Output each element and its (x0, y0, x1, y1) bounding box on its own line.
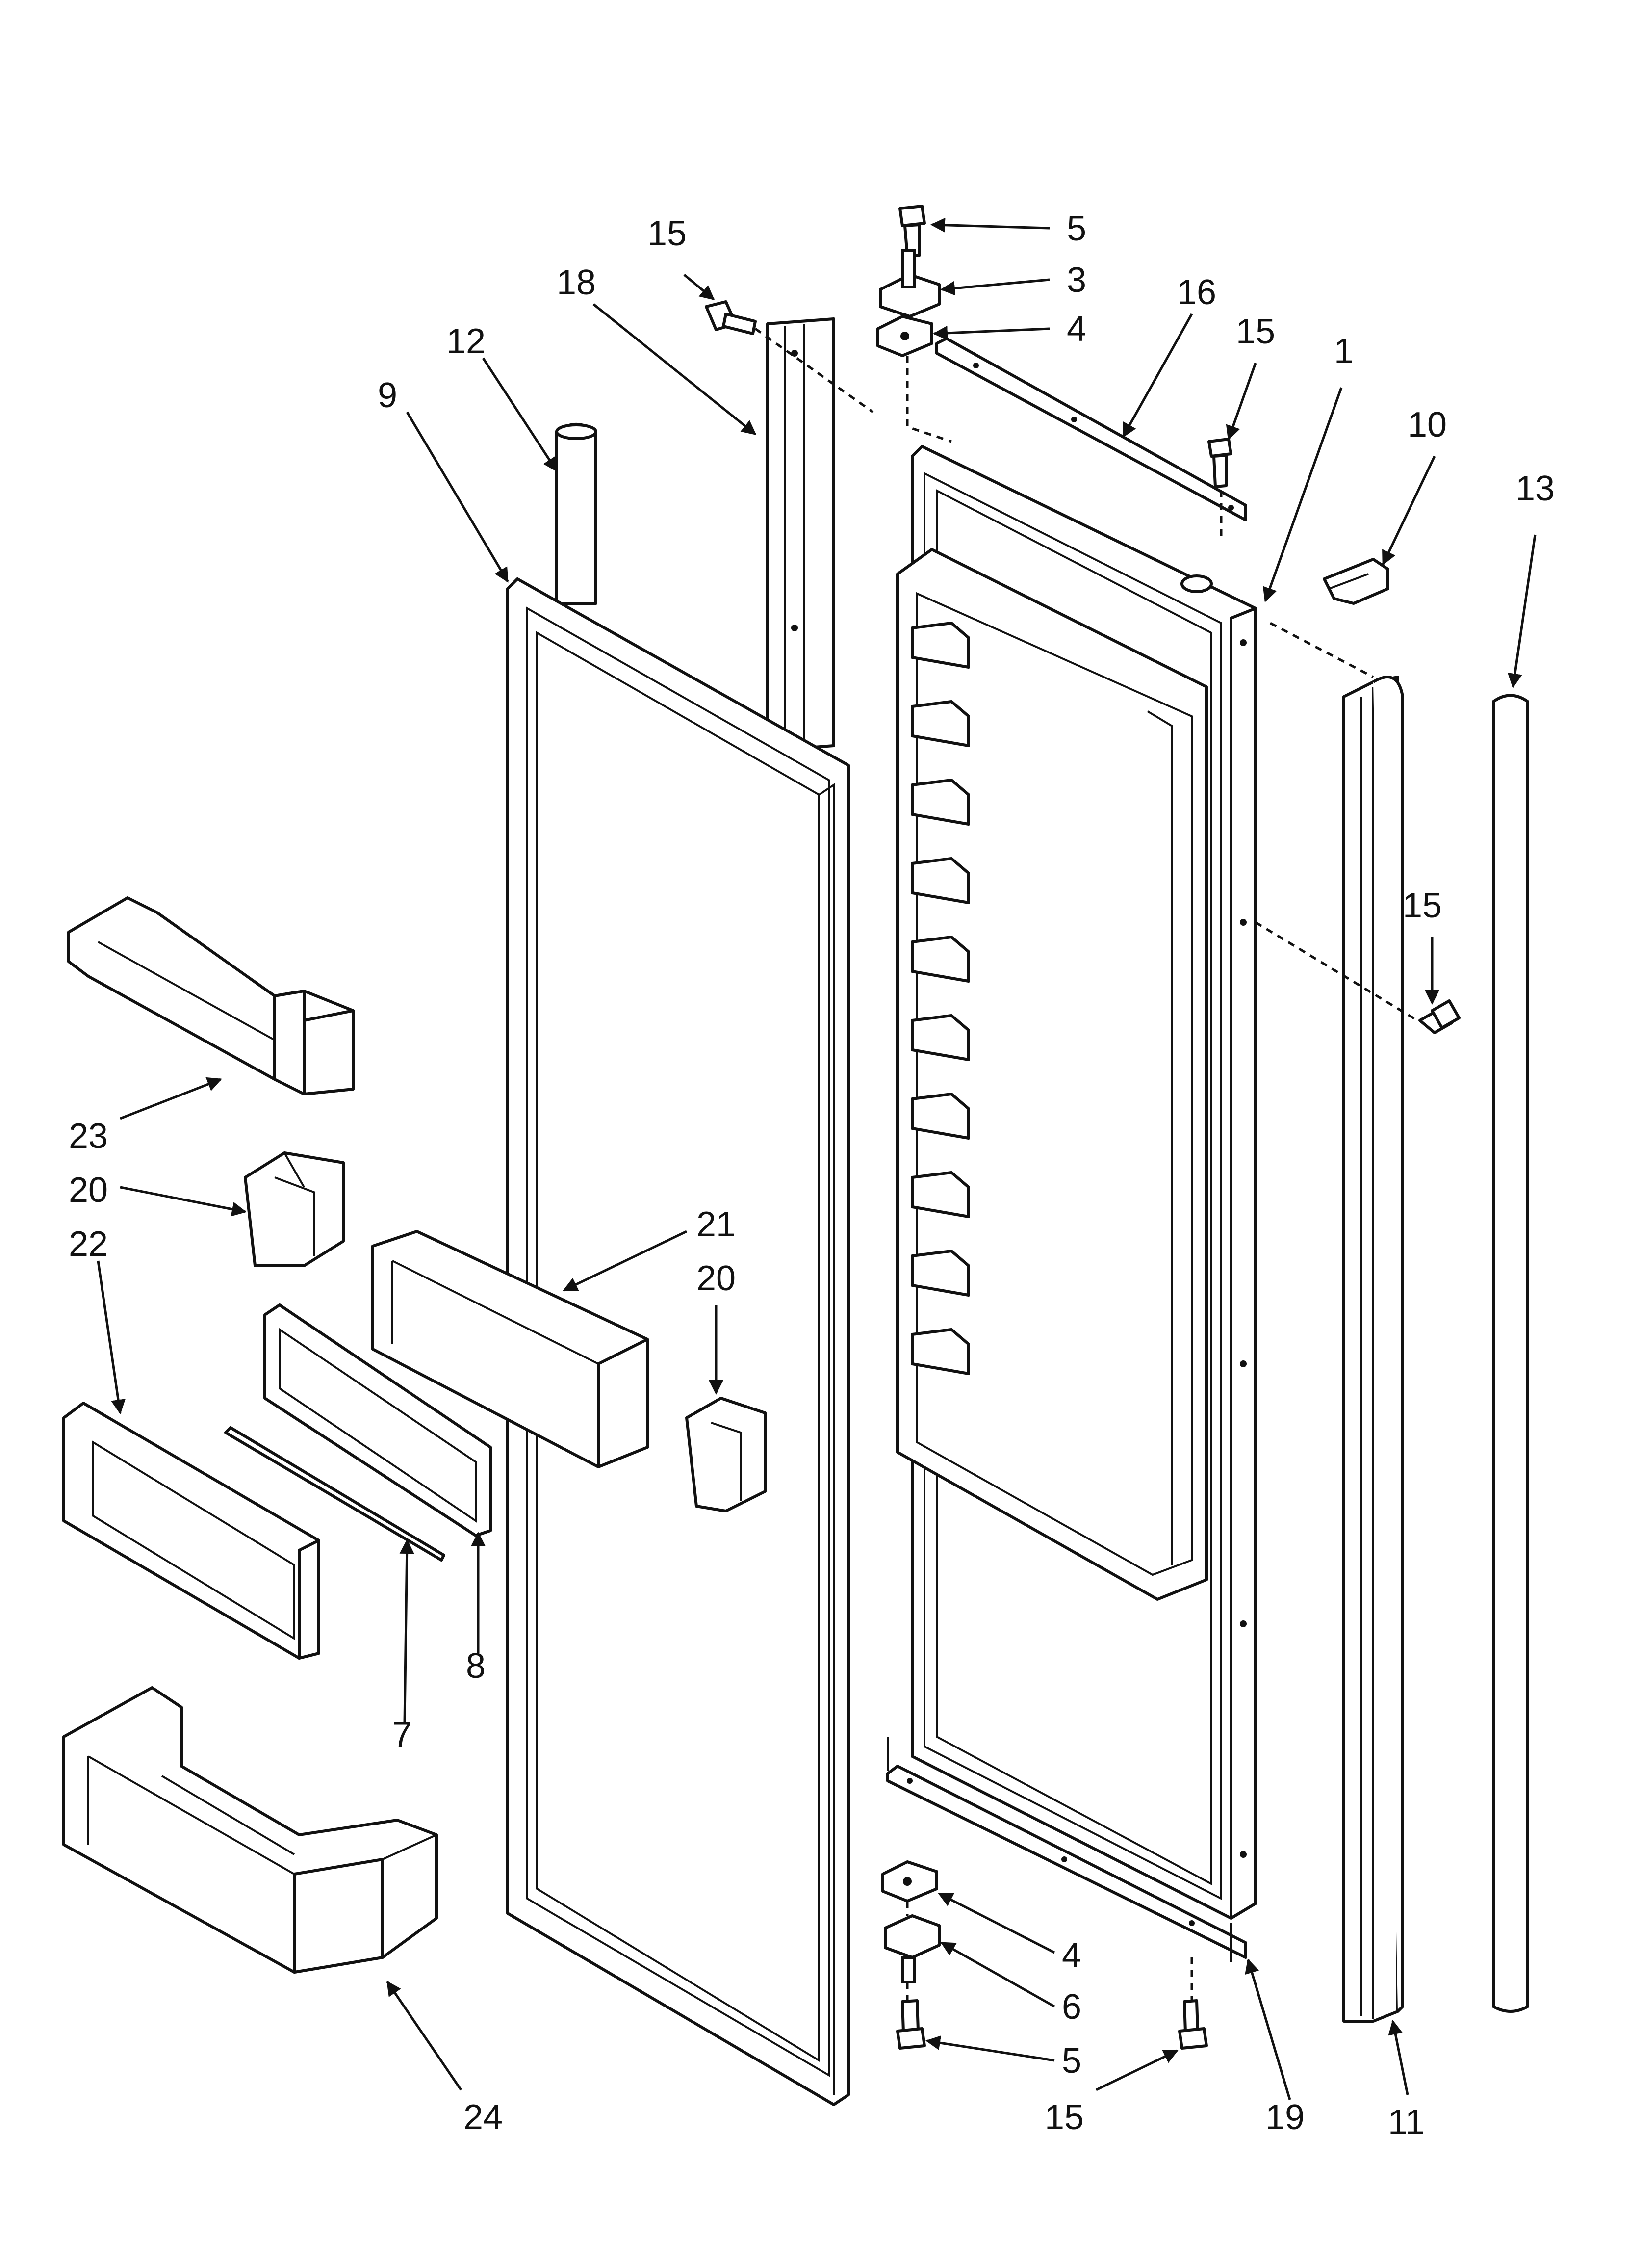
part-5-screw-top (898, 205, 926, 258)
part-22-shelf-cover (62, 1402, 320, 1660)
callout-24: 24 (463, 2098, 503, 2137)
callout-11: 11 (1388, 2103, 1425, 2142)
callout-15-top-right: 15 (1236, 312, 1275, 351)
callout-5-top: 5 (1067, 209, 1086, 248)
leader-lines (97, 217, 1537, 2100)
part-19-bottom-bracket (886, 1765, 1247, 1959)
callout-15-middle-right: 15 (1403, 886, 1442, 925)
part-18-door-trim (766, 317, 835, 752)
part-24-door-bin-lower (62, 1686, 438, 1974)
callout-22: 22 (69, 1225, 108, 1264)
part-15-screw-middle-right (1418, 999, 1461, 1034)
callout-4-bottom: 4 (1062, 1936, 1081, 1975)
part-13-trim-strip (1492, 694, 1529, 2013)
callout-1: 1 (1334, 332, 1354, 371)
callout-13: 13 (1515, 469, 1555, 508)
part-3-top-hinge (879, 249, 941, 318)
callout-10: 10 (1408, 405, 1447, 444)
callout-15-bottom: 15 (1045, 2098, 1084, 2137)
part-4-shim-top (876, 315, 933, 357)
callout-9: 9 (378, 376, 397, 415)
part-23-door-bin-upper (67, 896, 355, 1095)
callout-4-top: 4 (1067, 310, 1086, 349)
callout-5-bottom: 5 (1062, 2041, 1081, 2081)
part-21-dispenser-housing (371, 1230, 649, 1468)
callout-12: 12 (446, 322, 486, 361)
part-12-trim-tube (555, 423, 597, 605)
callout-6: 6 (1062, 1987, 1081, 2027)
part-20-bracket-left (244, 1151, 345, 1267)
callout-18: 18 (557, 263, 596, 302)
callout-21: 21 (696, 1205, 736, 1244)
part-15-screw-upper-left (705, 300, 757, 335)
callout-7: 7 (392, 1715, 412, 1754)
callout-19: 19 (1265, 2098, 1305, 2137)
callout-8: 8 (466, 1646, 486, 1686)
callout-3: 3 (1067, 261, 1086, 300)
part-15-screw-upper-right (1207, 438, 1232, 488)
callout-15-top-left: 15 (647, 214, 687, 253)
callout-labels: 5 3 4 15 18 12 9 16 15 1 10 13 15 23 20 … (69, 209, 1555, 2142)
part-11-trim-channel (1342, 676, 1404, 2023)
part-10-clip (1323, 558, 1389, 605)
part-5-screw-bottom (896, 1999, 926, 2050)
part-4-shim-bottom (881, 1860, 938, 1903)
callout-20-left: 20 (69, 1171, 108, 1210)
part-9-door-gasket (506, 577, 850, 2106)
door-shelf-tabs (911, 622, 970, 1375)
part-6-bottom-hinge (884, 1914, 941, 1983)
callout-23: 23 (69, 1117, 108, 1156)
callout-16: 16 (1177, 273, 1216, 312)
part-1-door-assembly (896, 445, 1257, 1920)
part-15-screw-bottom-right (1178, 1999, 1208, 2050)
part-7-strip (224, 1426, 445, 1562)
callout-20-right: 20 (696, 1259, 736, 1298)
part-20-bracket-right (685, 1397, 767, 1512)
part-8-frame (263, 1303, 492, 1537)
